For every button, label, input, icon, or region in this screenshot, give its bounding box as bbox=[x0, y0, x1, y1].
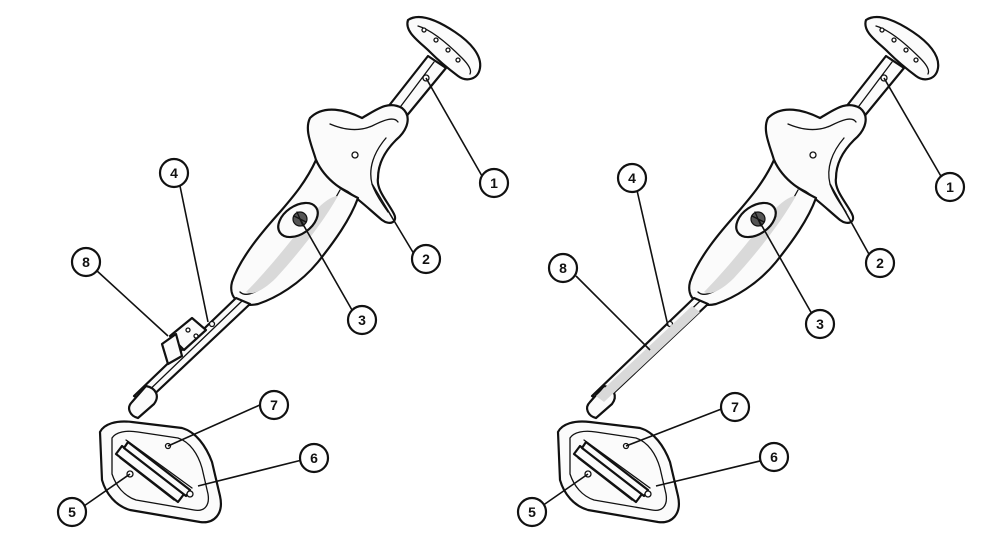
svg-text:4: 4 bbox=[628, 170, 636, 186]
svg-text:5: 5 bbox=[68, 504, 76, 520]
svg-text:6: 6 bbox=[770, 449, 778, 465]
shaft-shading-right bbox=[596, 306, 700, 402]
sensor-block-left bbox=[160, 316, 208, 366]
callout-1-right: 1 bbox=[934, 171, 966, 203]
panel-right: 1 2 3 4 8 7 6 5 bbox=[516, 15, 966, 528]
leader-lines-right bbox=[541, 77, 943, 507]
callout-6-right: 6 bbox=[758, 441, 790, 473]
svg-text:5: 5 bbox=[528, 504, 536, 520]
callout-8-left: 8 bbox=[70, 246, 102, 278]
svg-text:2: 2 bbox=[422, 251, 430, 267]
svg-text:7: 7 bbox=[731, 399, 739, 415]
callout-3-left: 3 bbox=[346, 304, 378, 336]
callout-4-left: 4 bbox=[158, 157, 190, 189]
svg-text:1: 1 bbox=[946, 179, 954, 195]
svg-text:3: 3 bbox=[816, 316, 824, 332]
svg-text:8: 8 bbox=[559, 260, 567, 276]
svg-text:7: 7 bbox=[270, 397, 278, 413]
callout-7-left: 7 bbox=[258, 389, 290, 421]
svg-text:2: 2 bbox=[876, 255, 884, 271]
callout-8-right: 8 bbox=[547, 252, 579, 284]
callout-2-left: 2 bbox=[410, 243, 442, 275]
callout-5-left: 5 bbox=[56, 496, 88, 528]
svg-text:3: 3 bbox=[358, 312, 366, 328]
callout-5-right: 5 bbox=[516, 496, 548, 528]
callout-7-right: 7 bbox=[719, 391, 751, 423]
svg-text:8: 8 bbox=[82, 254, 90, 270]
callout-6-left: 6 bbox=[298, 442, 330, 474]
panel-left: 1 2 3 4 8 7 6 5 bbox=[56, 15, 510, 528]
svg-text:6: 6 bbox=[310, 450, 318, 466]
svg-text:4: 4 bbox=[170, 165, 178, 181]
callout-1-left: 1 bbox=[478, 167, 510, 199]
svg-text:1: 1 bbox=[490, 175, 498, 191]
callout-4-right: 4 bbox=[616, 162, 648, 194]
callout-2-right: 2 bbox=[864, 247, 896, 279]
callout-3-right: 3 bbox=[804, 308, 836, 340]
leader-lines-left bbox=[83, 77, 483, 507]
